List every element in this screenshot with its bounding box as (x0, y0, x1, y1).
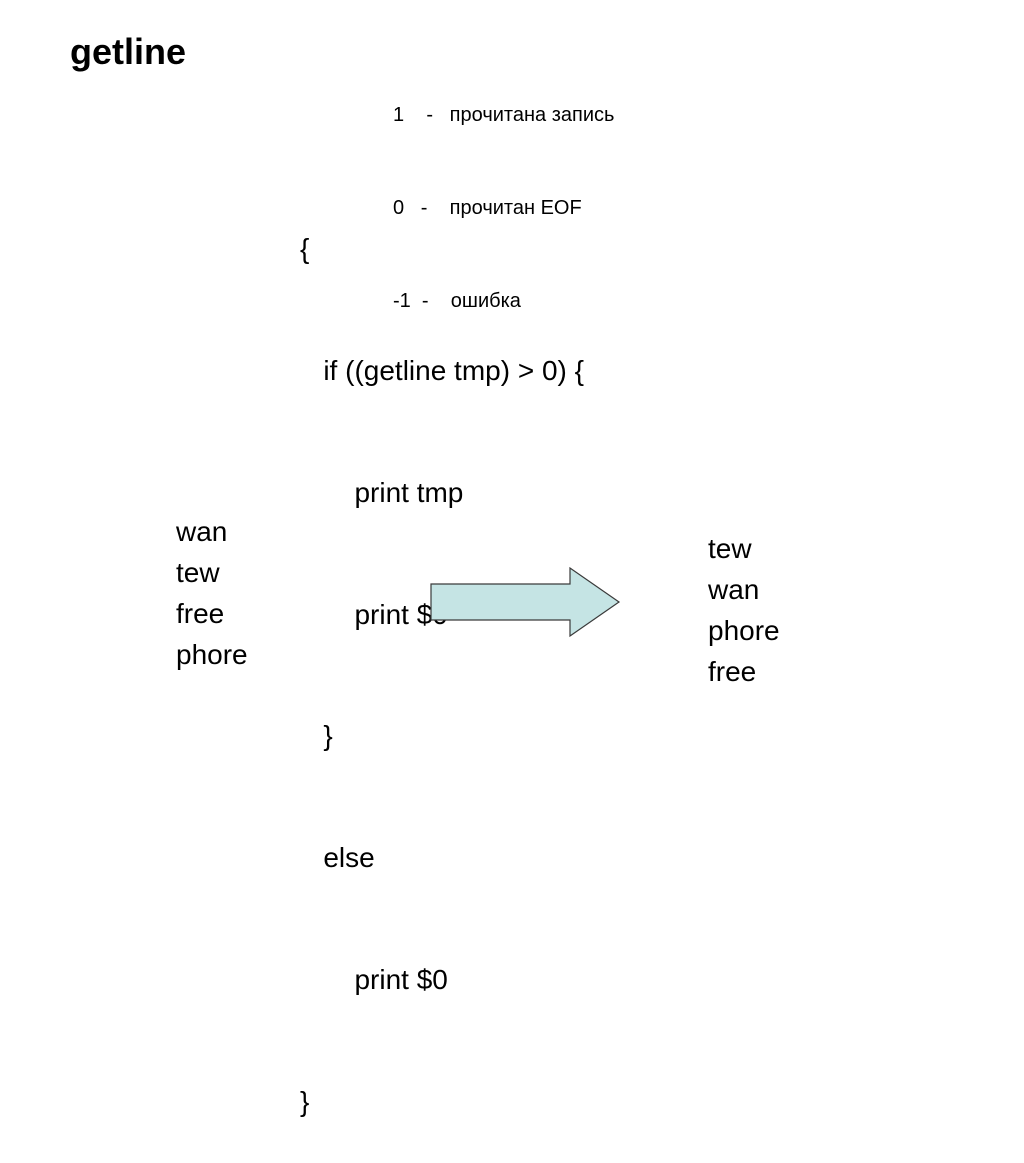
slide-title: getline (70, 31, 187, 72)
input-word: phore (176, 639, 248, 670)
input-word: wan (176, 516, 228, 547)
output-word: wan (708, 574, 760, 605)
code-line: else (300, 842, 375, 874)
code-line: { (300, 233, 310, 265)
return-code-error: -1 - ошибка (393, 290, 521, 312)
code-block: { if ((getline tmp) > 0) { print tmp pri… (300, 148, 584, 1163)
code-line: } (300, 1085, 310, 1117)
input-word: free (176, 598, 225, 629)
right-arrow-icon (430, 566, 621, 638)
input-word-list: wan tew free phore (176, 511, 248, 675)
arrow-shape (430, 566, 621, 638)
output-word-list: tew wan phore free (708, 528, 780, 692)
return-code-success: 1 - прочитана запись (393, 104, 615, 126)
code-line: } (300, 720, 333, 752)
code-line: print tmp (300, 476, 464, 508)
output-word: free (708, 656, 757, 687)
input-word: tew (176, 557, 220, 588)
code-line: if ((getline tmp) > 0) { (300, 354, 584, 386)
return-code-eof: 0 - прочитан EOF (393, 197, 582, 219)
output-word: tew (708, 533, 752, 564)
code-line: print $0 (300, 963, 448, 995)
code-line: print $0 (300, 598, 448, 630)
output-word: phore (708, 615, 780, 646)
return-codes-list: 1 - прочитана запись 0 - прочитан EOF -1… (393, 38, 614, 348)
